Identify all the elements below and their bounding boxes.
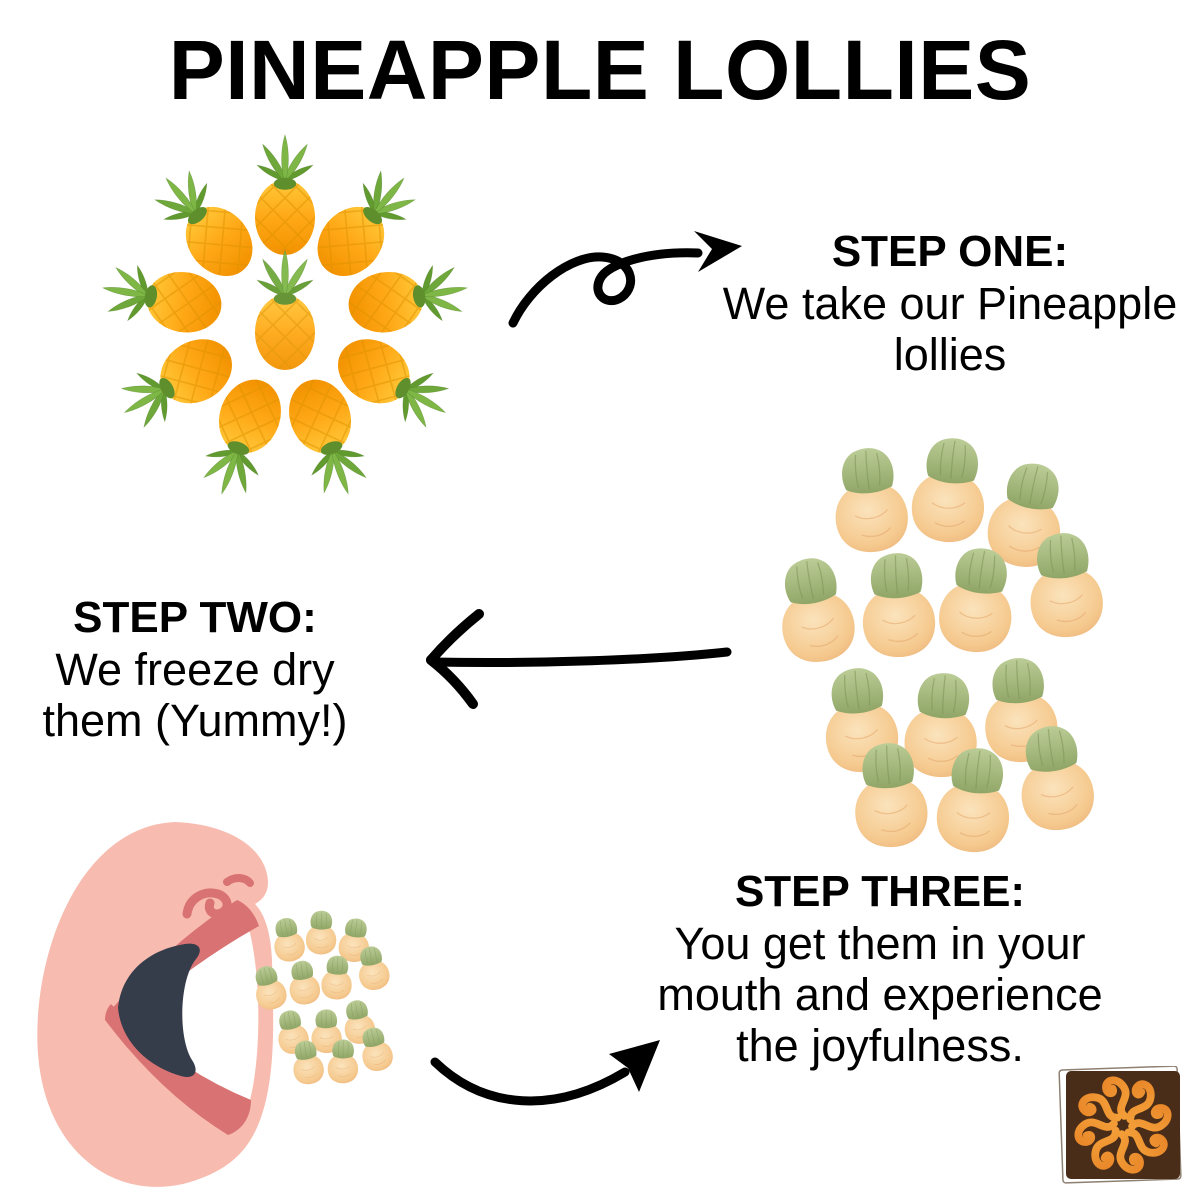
step-three-block: STEP THREE: You get them in your mouth a… [620, 866, 1140, 1071]
step-two-block: STEP TWO: We freeze dry them (Yummy!) [15, 592, 375, 746]
step-three-line: mouth and experience [657, 969, 1103, 1020]
step-three-heading: STEP THREE: [734, 867, 1026, 916]
gummy-pineapples-circle-photo [85, 125, 485, 510]
straight-arrow-left-icon [426, 609, 732, 709]
freeze-dried-lollies-small-cluster [230, 903, 410, 1088]
step-two-line: them (Yummy!) [42, 695, 348, 746]
open-mouth-illustration [37, 822, 274, 1187]
step-three-line: You get them in your [674, 918, 1086, 969]
step-three-line: the joyfulness. [736, 1020, 1024, 1071]
step-two-line: We freeze dry [55, 644, 335, 695]
curve-arrow-up-right-icon [430, 1040, 660, 1106]
step-one-line: We take our Pineapple [722, 278, 1178, 329]
step-two-heading: STEP TWO: [73, 593, 317, 642]
step-one-block: STEP ONE: We take our Pineapple lollies [690, 226, 1200, 380]
brand-logo [1058, 1066, 1182, 1184]
loop-arrow-right-icon [508, 231, 742, 328]
step-one-heading: STEP ONE: [831, 227, 1069, 276]
step-one-line: lollies [893, 329, 1007, 380]
freeze-dried-lollies-photo [720, 418, 1130, 853]
page-title: PINEAPPLE LOLLIES [168, 23, 1032, 117]
